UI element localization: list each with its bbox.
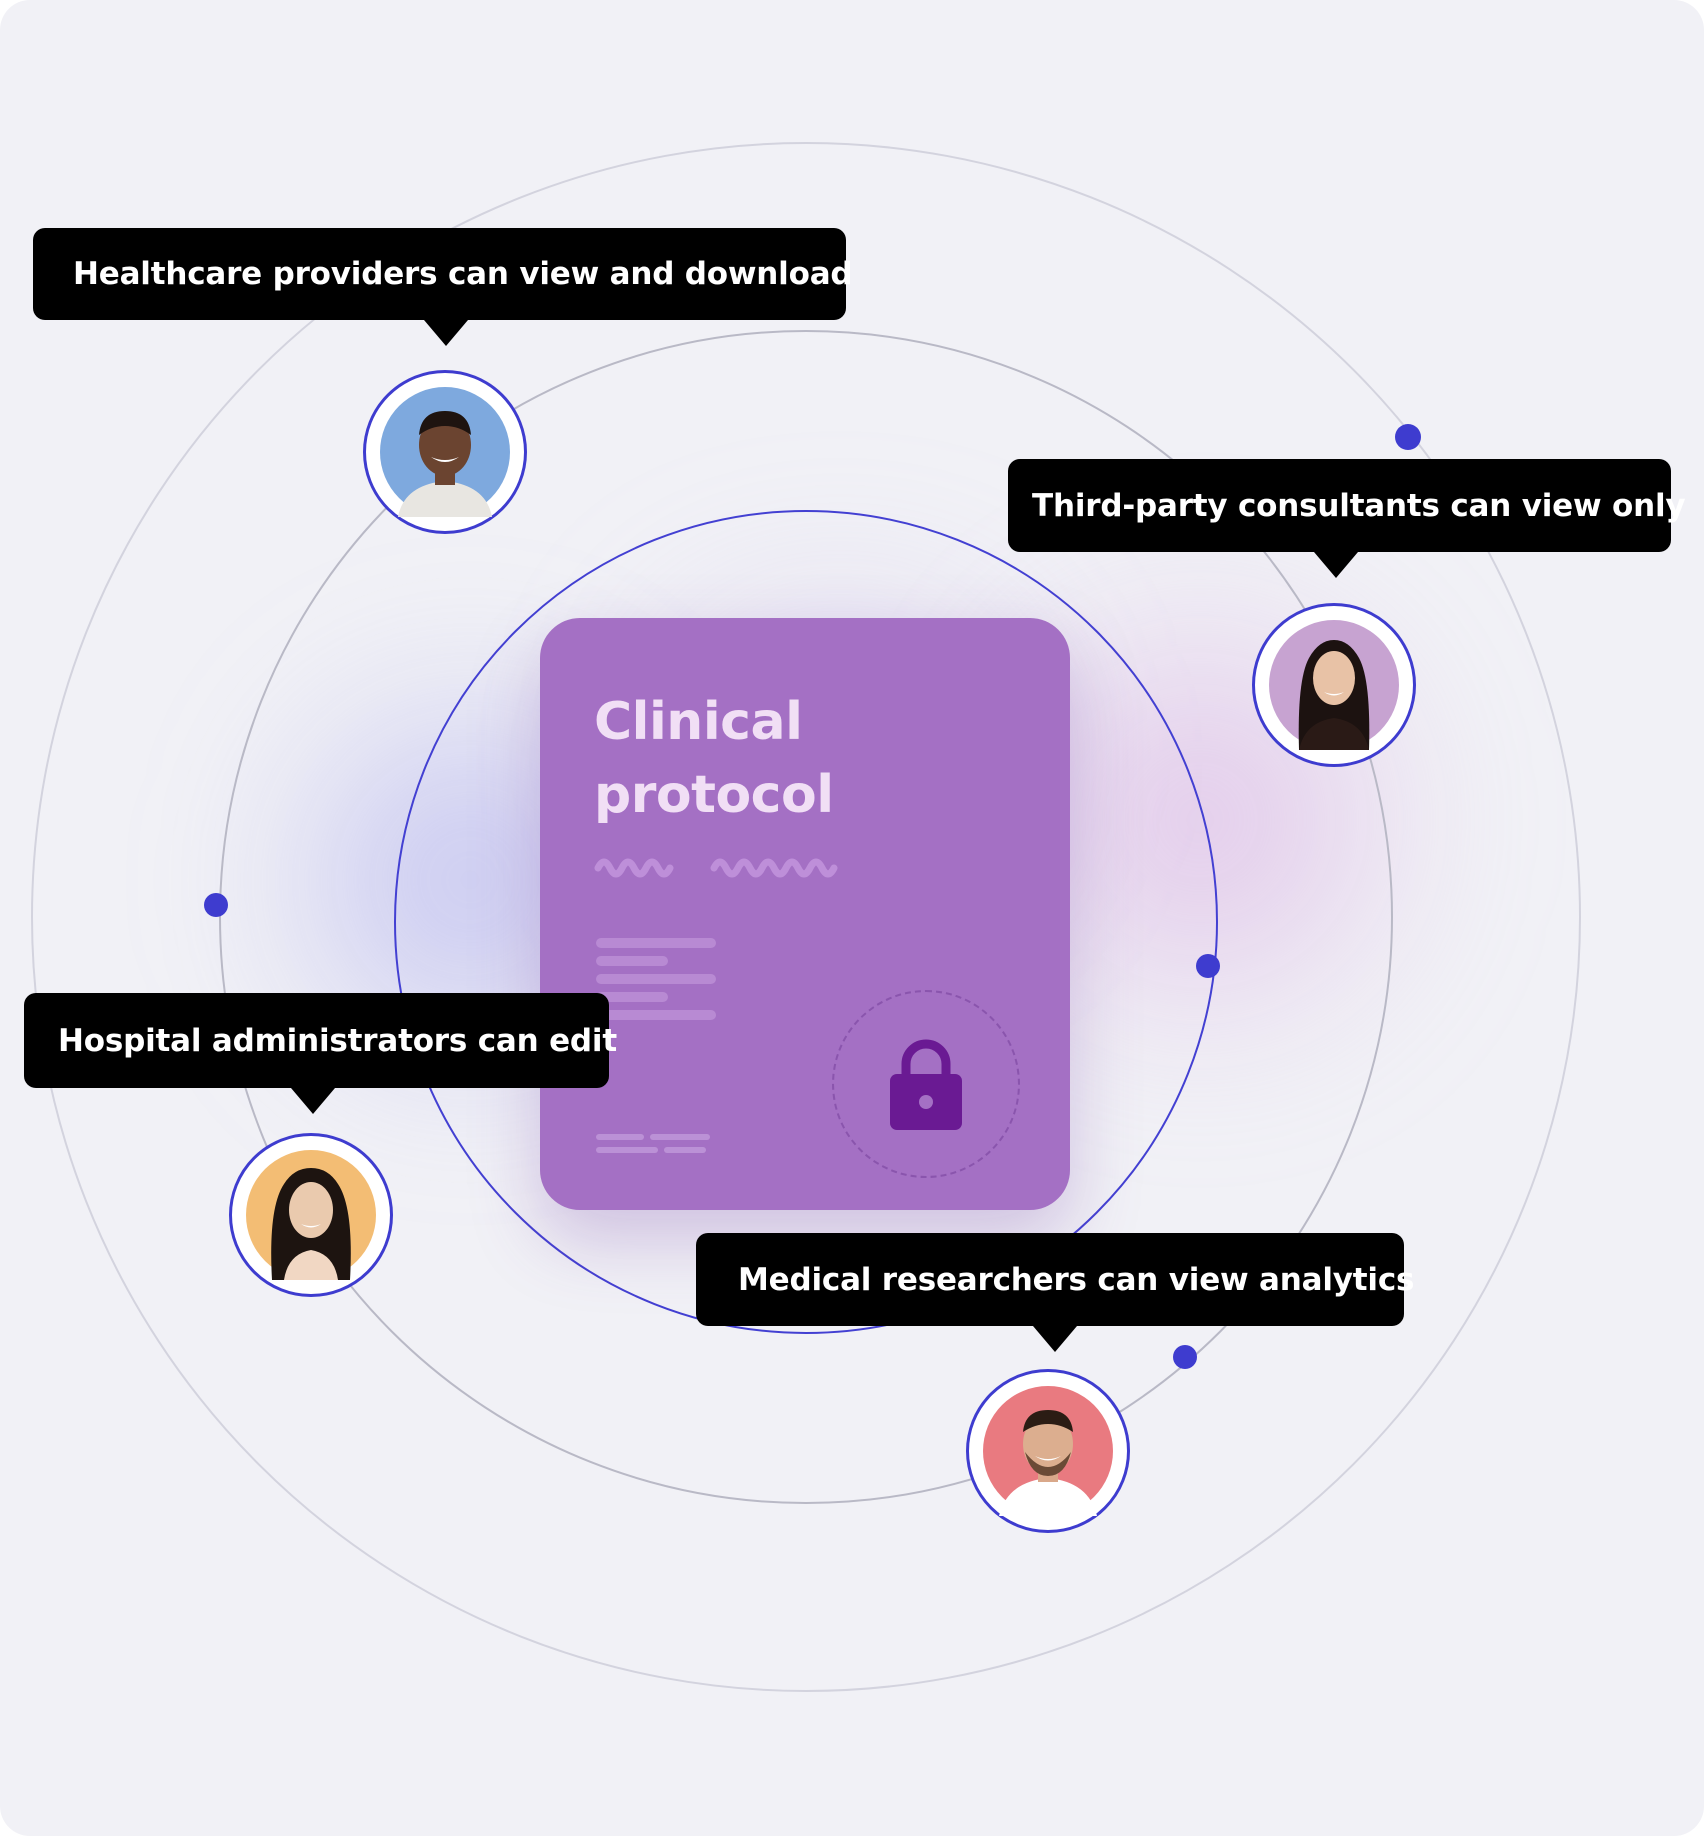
avatar-healthcare-provider[interactable] <box>363 370 527 534</box>
text-line <box>596 956 668 966</box>
footer-line <box>596 1147 710 1153</box>
permission-tooltip-healthcare-providers: Healthcare providers can view and downlo… <box>33 228 853 346</box>
orbit-dot <box>1395 424 1421 450</box>
person-icon <box>380 387 510 517</box>
permission-label: Medical researchers can view analytics <box>738 1261 1415 1298</box>
signature-scribble <box>594 858 838 878</box>
person-icon <box>246 1150 376 1280</box>
permission-tooltip-medical-researchers: Medical researchers can view analytics <box>696 1233 1414 1352</box>
orbit-dot <box>1173 1345 1197 1369</box>
permission-label: Hospital administrators can edit <box>58 1022 617 1059</box>
orbit-dot <box>204 893 228 917</box>
text-line <box>596 974 716 984</box>
permission-label: Third-party consultants can view only <box>1032 487 1686 524</box>
permission-tooltip-hospital-administrators: Hospital administrators can edit <box>24 993 617 1114</box>
text-line <box>596 1010 716 1020</box>
text-line <box>596 938 716 948</box>
lock-ring <box>832 990 1020 1178</box>
placeholder-footer <box>596 1134 710 1160</box>
outer-orbit <box>31 142 1581 1692</box>
avatar-hospital-administrator[interactable] <box>229 1133 393 1297</box>
middle-orbit <box>219 330 1393 1504</box>
avatar-third-party-consultant[interactable] <box>1252 603 1416 767</box>
lock-icon[interactable] <box>888 1036 964 1132</box>
document-title-line: Clinical <box>594 692 803 752</box>
inner-orbit <box>394 510 1218 1334</box>
footer-line <box>596 1134 710 1140</box>
document-card[interactable]: Clinical protocol <box>540 618 1070 1210</box>
document-title-line: protocol <box>594 765 834 825</box>
permission-label: Healthcare providers can view and downlo… <box>73 256 853 292</box>
document-title: Clinical protocol <box>594 686 1014 832</box>
orbit-dot <box>1196 954 1220 978</box>
permission-tooltip-third-party-consultants: Third-party consultants can view only <box>1008 459 1686 578</box>
placeholder-text <box>596 938 726 1028</box>
text-line <box>596 992 668 1002</box>
person-icon <box>1269 620 1399 750</box>
person-icon <box>983 1386 1113 1516</box>
avatar-medical-researcher[interactable] <box>966 1369 1130 1533</box>
